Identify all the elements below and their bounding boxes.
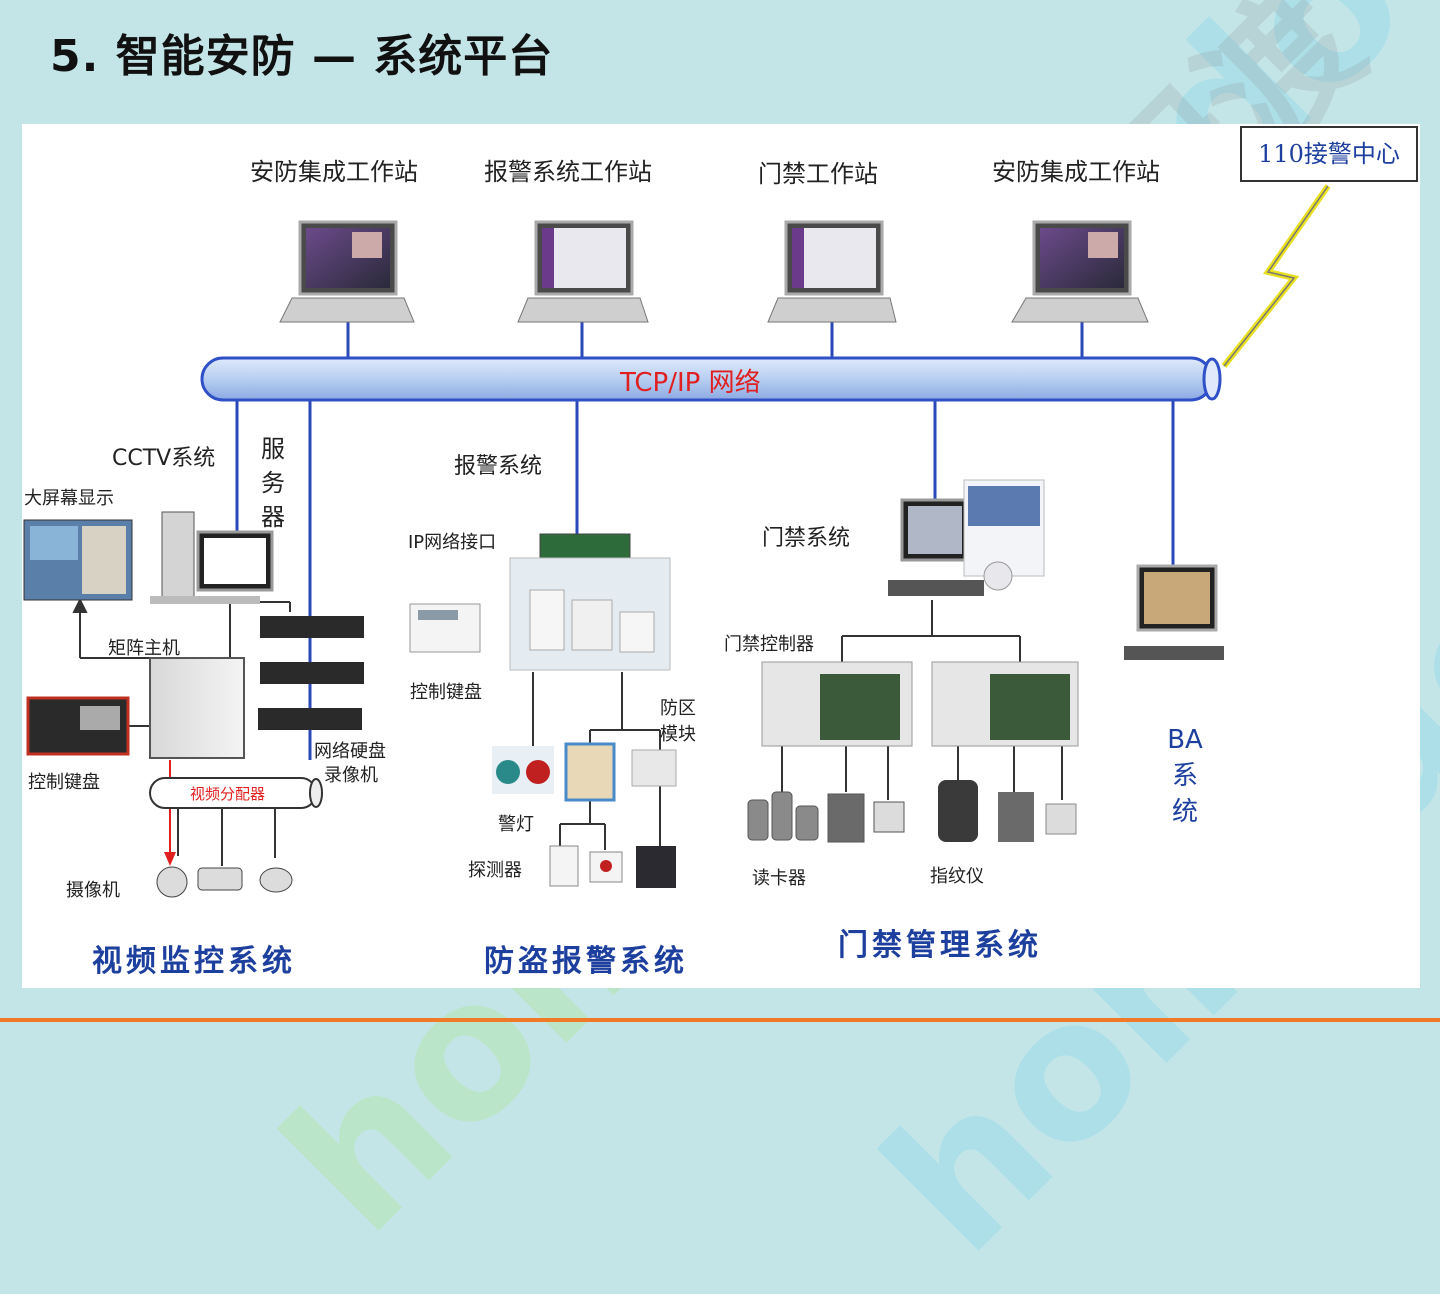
server-label: 服 务 器: [258, 432, 288, 534]
matrix-host: [149, 657, 245, 759]
system-name-cctv: 视频监控系统: [92, 944, 296, 979]
workstation-label: 安防集成工作站: [250, 158, 418, 186]
dvr-units: [258, 616, 364, 730]
ip-network-board: [539, 533, 631, 559]
server-char: 器: [261, 503, 285, 531]
access-pc: [888, 479, 1045, 596]
alarm-keyboard-label: 控制键盘: [410, 682, 482, 703]
zone-panel: [564, 742, 616, 802]
control-keyboard-cctv: [26, 696, 130, 756]
camera-label: 摄像机: [66, 880, 120, 901]
big-screen-label: 大屏幕显示: [24, 488, 114, 509]
ba-char: 系: [1171, 761, 1198, 791]
alarm-devices-box: [509, 557, 671, 671]
cctv-title: CCTV系统: [112, 446, 216, 471]
cctv-keyboard-label: 控制键盘: [28, 772, 100, 793]
warning-light-label: 警灯: [498, 814, 534, 835]
cctv-server-pc: [150, 511, 274, 604]
workstation-label: 报警系统工作站: [484, 158, 652, 186]
cameras: [156, 866, 293, 898]
access-title: 门禁系统: [762, 526, 851, 551]
detectors: [549, 845, 676, 888]
red-arrow: [164, 852, 176, 866]
ip-interface-label: IP网络接口: [408, 532, 497, 553]
access-controllers: [761, 661, 1079, 747]
diagram-artwork: [23, 184, 1331, 898]
slide-title: 5. 智能安防 — 系统平台: [50, 31, 554, 82]
connection-lines: [235, 322, 1175, 760]
workstation-laptop-4: [1011, 220, 1149, 323]
fingerprint-label: 指纹仪: [930, 866, 984, 887]
system-name-access: 门禁管理系统: [838, 928, 1042, 963]
workstation-label: 安防集成工作站: [992, 158, 1160, 186]
fingerprint-readers: [938, 780, 1077, 842]
card-reader-label: 读卡器: [752, 868, 806, 889]
network-label: TCP/IP 网络: [620, 368, 761, 398]
splitter-label: 视频分配器: [190, 785, 266, 803]
dvr-label: 网络硬盘 录像机: [314, 740, 386, 788]
alarm-title: 报警系统: [454, 454, 543, 479]
workstation-laptop-1: [279, 220, 415, 323]
alarm-keypad: [409, 603, 481, 653]
workstation-laptop-3: [767, 220, 897, 323]
detector-label: 探测器: [468, 860, 522, 881]
tcp-ip-pipe: [200, 356, 1222, 402]
server-char: 务: [261, 469, 285, 497]
lightning-bolt: [1221, 184, 1331, 368]
workstation-laptop-2: [517, 220, 649, 323]
zone-module-label-line: 模块: [660, 724, 696, 745]
ba-char: BA: [1167, 725, 1203, 755]
card-readers: [747, 791, 905, 843]
bottom-rule: [0, 1018, 1440, 1022]
alarm-center-box: 110接警中心: [1240, 126, 1418, 182]
dvr-label-line: 网络硬盘: [314, 741, 386, 762]
ba-system-label: BA 系 统: [1150, 722, 1220, 830]
controller-label: 门禁控制器: [724, 634, 814, 655]
ba-monitor: [1124, 564, 1224, 660]
big-screen-display: [23, 519, 133, 601]
warning-lights: [492, 746, 554, 794]
video-splitter-pipe: [149, 777, 323, 809]
workstation-label: 门禁工作站: [758, 160, 878, 188]
ba-char: 统: [1171, 797, 1198, 827]
zone-module-label-line: 防区: [660, 698, 696, 719]
zone-module: [631, 749, 677, 787]
server-char: 服: [261, 435, 285, 463]
system-name-alarm: 防盗报警系统: [484, 944, 688, 979]
dvr-label-line: 录像机: [324, 765, 378, 786]
matrix-label: 矩阵主机: [108, 638, 180, 659]
zone-module-label: 防区 模块: [660, 696, 696, 748]
